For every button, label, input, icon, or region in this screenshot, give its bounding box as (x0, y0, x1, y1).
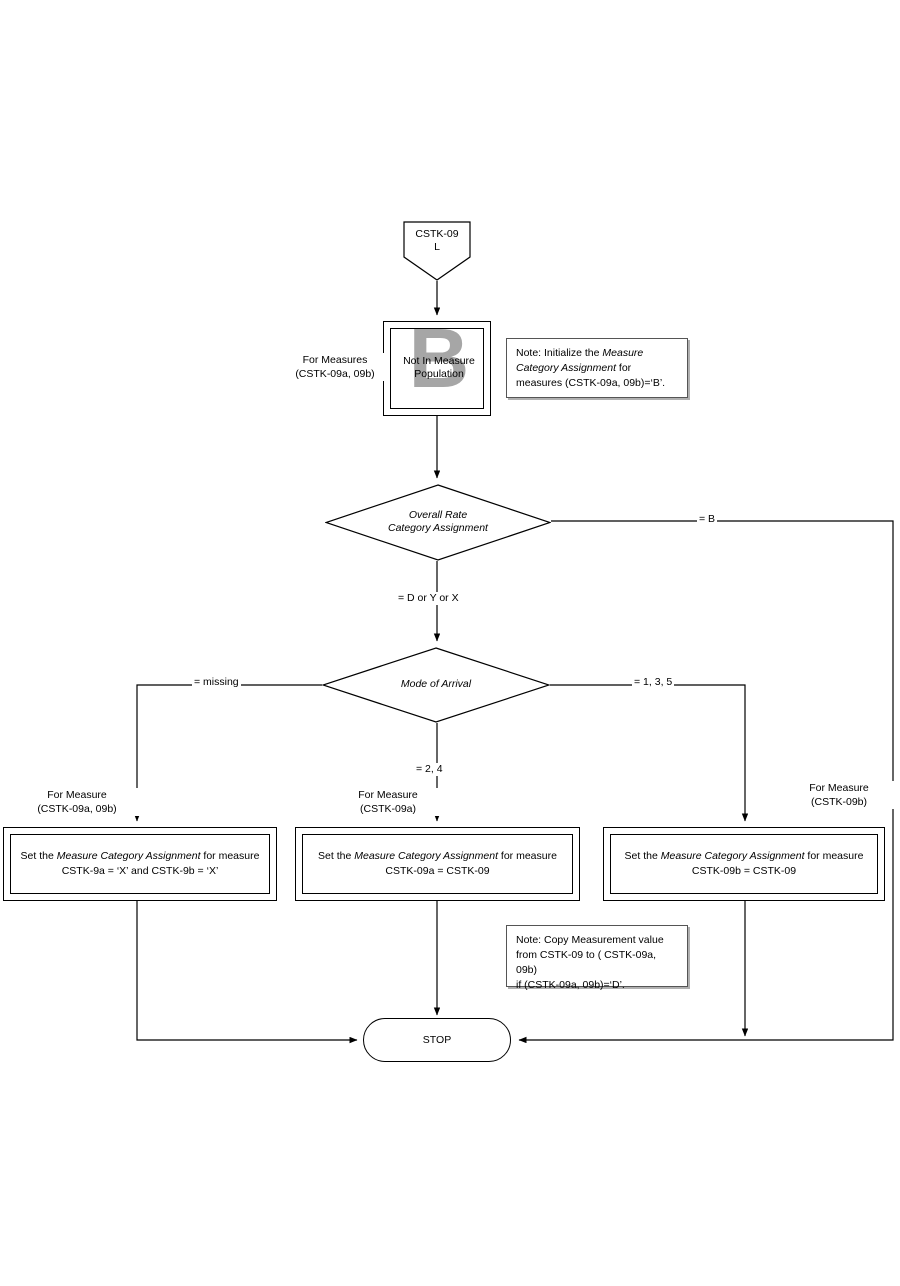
pentagon-shape-icon (403, 221, 471, 281)
edge-mode-missing-to-action (133, 684, 322, 822)
action-inner-frame: Set the Measure Category Assignment for … (10, 834, 270, 894)
annotation-for-measure-09b: For Measure (CSTK-09b) (780, 781, 898, 809)
action-line1-italic: Measure Category Assignment (354, 850, 498, 862)
edge-label-1-3-5: = 1, 3, 5 (632, 676, 675, 689)
annotation-for-measure-missing: For Measure (CSTK-09a, 09b) (12, 788, 142, 816)
decision-mode-of-arrival[interactable]: Mode of Arrival (322, 647, 550, 723)
action-line2: CSTK-09a = CSTK-09 (385, 865, 490, 877)
diamond-shape-icon (322, 647, 550, 723)
diamond-shape-icon (325, 484, 551, 561)
edge-mode-135-to-action (550, 684, 749, 822)
node-label: Not In Measure Population (403, 355, 475, 380)
note-initialize-suffix: for measures (CSTK-09a, 09b)=‘B’. (516, 362, 666, 389)
action-line1-suffix: for measure (200, 850, 260, 862)
annotation-for-measure-09a: For Measure (CSTK-09a) (325, 788, 451, 816)
decision-label: Overall Rate Category Assignment (387, 509, 488, 534)
action-text: Set the Measure Category Assignment for … (318, 849, 557, 879)
decision-overall-rate-category-assignment[interactable]: Overall Rate Category Assignment (325, 484, 551, 561)
action-line1-italic: Measure Category Assignment (56, 850, 201, 862)
category-letter-watermark: B (408, 328, 470, 405)
node-inner-frame: B Not In Measure Population (390, 328, 484, 409)
action-line1-prefix: Set the (318, 850, 355, 862)
action-line2: CSTK-9a = ‘X’ and CSTK-9b = ‘X’ (61, 865, 219, 877)
action-line1-suffix: for measure (498, 850, 557, 862)
action-line1-prefix: Set the (20, 850, 57, 862)
action-set-category-x-x[interactable]: Set the Measure Category Assignment for … (3, 827, 277, 901)
action-text: Set the Measure Category Assignment for … (625, 849, 864, 879)
edge-label-d-or-y-or-x: = D or Y or X (396, 592, 461, 605)
stop-terminator[interactable]: STOP (363, 1018, 511, 1062)
edge-label-missing: = missing (192, 676, 241, 689)
action-text: Set the Measure Category Assignment for … (21, 849, 260, 879)
note-initialize-prefix: Note: Initialize the (516, 347, 603, 359)
action-line2: CSTK-09b = CSTK-09 (691, 865, 797, 877)
node-not-in-measure-population[interactable]: B Not In Measure Population (383, 321, 491, 416)
action-inner-frame: Set the Measure Category Assignment for … (302, 834, 573, 894)
start-connector-cstk-09[interactable]: CSTK-09 L (403, 221, 471, 281)
stop-label: STOP (422, 1034, 452, 1046)
edge-label-b: = B (697, 513, 718, 526)
edge-label-2-4: = 2, 4 (414, 763, 445, 776)
annotation-for-measures-population: For Measures (CSTK-09a, 09b) (283, 353, 387, 381)
start-connector-label: CSTK-09 L (415, 228, 459, 253)
edge-action-missing-to-stop (136, 901, 358, 1044)
action-set-category-09b[interactable]: Set the Measure Category Assignment for … (603, 827, 885, 901)
action-inner-frame: Set the Measure Category Assignment for … (610, 834, 878, 894)
action-line1-italic: Measure Category Assignment (660, 850, 805, 862)
action-set-category-09a[interactable]: Set the Measure Category Assignment for … (295, 827, 580, 901)
action-line1-suffix: for measure (804, 850, 864, 862)
note-copy-measurement-value: Note: Copy Measurement value from CSTK-0… (506, 925, 688, 991)
note-initialize-measure-category: Note: Initialize the Measure Category As… (506, 338, 688, 398)
action-line1-prefix: Set the (624, 850, 661, 862)
decision-label: Mode of Arrival (400, 678, 472, 690)
note-initialize-italic: Measure Category Assignment (516, 347, 644, 374)
